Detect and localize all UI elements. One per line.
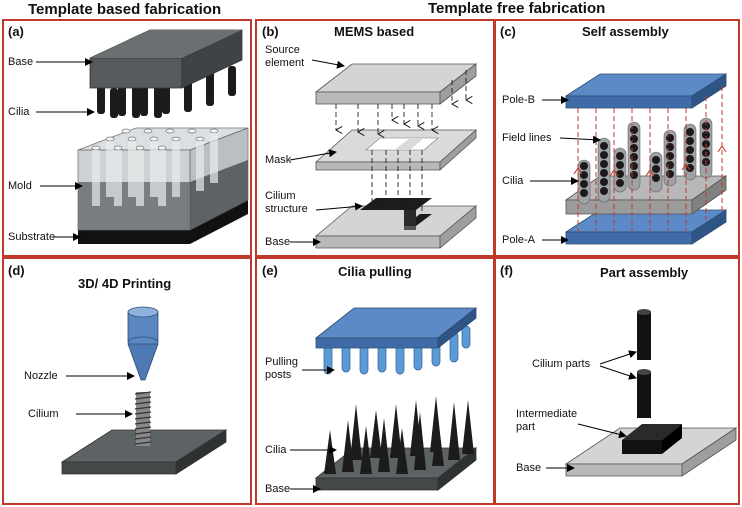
label-cilium-structure: Cilium structure <box>265 190 308 215</box>
label-cilia-a: Cilia <box>8 106 30 118</box>
panel-a-tag: (a) <box>8 24 24 39</box>
panel-d-art <box>60 306 228 475</box>
label-pulling-posts: Pulling posts <box>265 356 299 381</box>
header-template-based: Template based fabrication <box>28 1 222 18</box>
label-base-f: Base <box>516 462 542 474</box>
label-source-element: Source element <box>265 44 305 69</box>
panel-f-frame <box>494 257 740 505</box>
panel-d-title: 3D/ 4D Printing <box>78 276 172 291</box>
panel-e-tag: (e) <box>262 263 278 278</box>
label-pole-b: Pole-B <box>502 94 536 106</box>
label-intermediate-part: Intermediate part <box>516 408 578 433</box>
panel-f-art <box>546 309 738 477</box>
label-base-a: Base <box>8 56 34 68</box>
label-cilia-e: Cilia <box>265 444 287 456</box>
label-pole-a: Pole-A <box>502 234 536 246</box>
panel-b-art <box>289 59 478 249</box>
panel-d-frame <box>2 257 252 505</box>
label-field-lines: Field lines <box>502 132 552 144</box>
panel-f-title: Part assembly <box>600 265 689 280</box>
panel-a-art <box>36 29 249 244</box>
label-base-b: Base <box>265 236 291 248</box>
header-template-free: Template free fabrication <box>428 0 606 17</box>
panel-e-art <box>290 307 478 493</box>
panel-d-tag: (d) <box>8 263 25 278</box>
panel-c-title: Self assembly <box>582 24 669 39</box>
label-mask: Mask <box>265 154 292 166</box>
label-substrate: Substrate <box>8 231 56 243</box>
panel-b-title: MEMS based <box>334 24 415 39</box>
panel-c-tag: (c) <box>500 24 516 39</box>
panel-b-tag: (b) <box>262 24 279 39</box>
panel-f-tag: (f) <box>500 263 513 278</box>
label-mold: Mold <box>8 180 32 192</box>
panel-a-frame <box>2 19 252 257</box>
panel-e-title: Cilia pulling <box>338 264 412 279</box>
label-base-e: Base <box>265 483 291 495</box>
label-cilium-d: Cilium <box>28 408 59 420</box>
panel-c-art <box>530 73 728 245</box>
label-cilia-c: Cilia <box>502 175 524 187</box>
label-cilium-parts: Cilium parts <box>532 358 591 370</box>
panel-c-frame <box>494 19 740 257</box>
label-nozzle: Nozzle <box>24 370 58 382</box>
